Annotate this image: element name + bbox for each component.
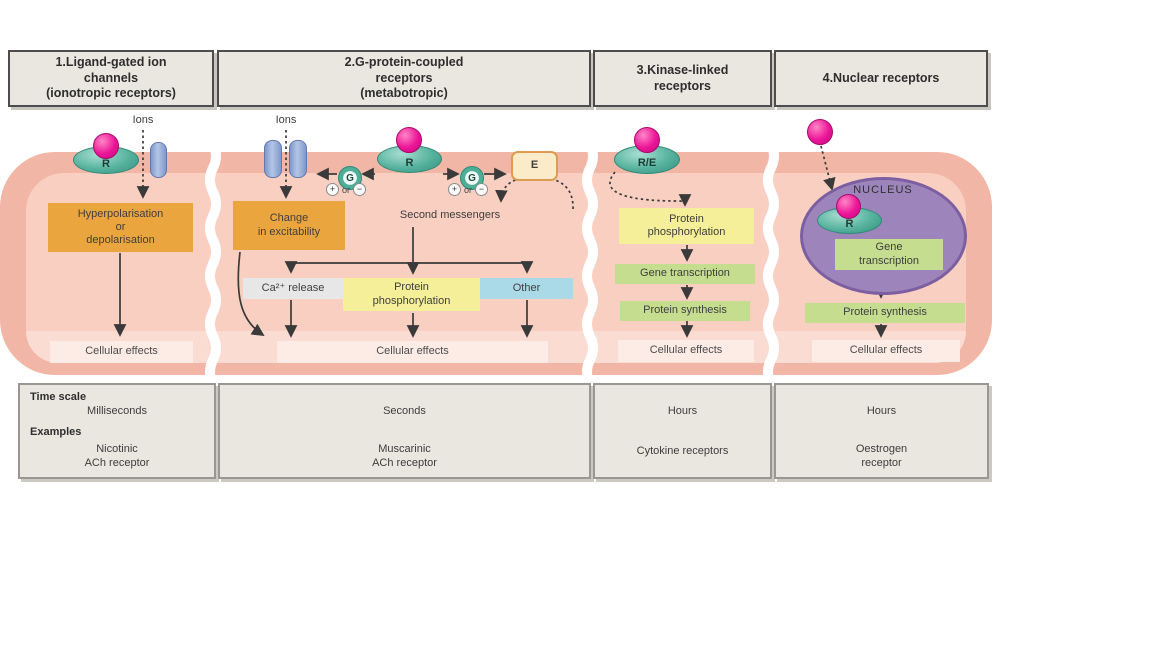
- column-header-2: 2.G-protein-coupled receptors (metabotro…: [217, 50, 591, 107]
- nucleus-label: NUCLEUS: [853, 184, 913, 196]
- protein-phosphorylation-box: Protein phosphorylation: [343, 278, 480, 311]
- cellular-effects-box: Cellular effects: [50, 341, 193, 363]
- example-line: Muscarinic: [378, 443, 431, 455]
- plus-icon: +: [448, 183, 461, 196]
- receptor-label: R: [102, 157, 110, 170]
- example-line: Cytokine receptors: [636, 445, 729, 457]
- column-header-4: 4.Nuclear receptors: [774, 50, 988, 107]
- protein-synthesis-box: Protein synthesis: [620, 301, 750, 321]
- time-scale-title: Time scale: [30, 391, 87, 403]
- column-header-1: 1.Ligand-gated ion channels (ionotropic …: [8, 50, 214, 107]
- ligand-ball-icon: [396, 127, 422, 153]
- change-excitability-box: Change in excitability: [233, 201, 345, 250]
- time-panel-4: Hours Oestrogen receptor: [774, 383, 989, 479]
- protein-synthesis-box: Protein synthesis: [805, 303, 965, 323]
- time-value: Milliseconds: [87, 405, 147, 417]
- ions-label: Ions: [275, 114, 297, 126]
- time-panel-2: Seconds Muscarinic ACh receptor: [218, 383, 591, 479]
- example-line: Nicotinic: [96, 443, 138, 455]
- hyperpolarisation-box: Hyperpolarisation or depolarisation: [48, 203, 193, 252]
- minus-icon: −: [353, 183, 367, 196]
- ion-channel-icon: [150, 142, 167, 178]
- ion-channel-icon: [289, 140, 307, 178]
- example-line: receptor: [861, 457, 902, 469]
- time-value: Hours: [866, 405, 897, 417]
- gene-transcription-box: Gene transcription: [615, 264, 755, 284]
- gene-transcription-box: Gene transcription: [835, 239, 943, 270]
- ligand-ball-icon: [634, 127, 660, 153]
- example-line: ACh receptor: [372, 457, 437, 469]
- time-value: Hours: [667, 405, 698, 417]
- enzyme-box: E: [511, 151, 558, 181]
- cellular-effects-box: Cellular effects: [812, 340, 960, 362]
- g-protein-label: G: [468, 172, 476, 184]
- or-label: or: [342, 184, 351, 195]
- protein-phosphorylation-box: Protein phosphorylation: [619, 208, 754, 244]
- ligand-ball-icon: [93, 133, 119, 159]
- plus-icon: +: [326, 183, 339, 196]
- column-header-3: 3.Kinase-linked receptors: [593, 50, 772, 107]
- minus-icon: −: [475, 183, 489, 196]
- g-modulation-left: + or −: [326, 183, 367, 196]
- receptor-label: R/E: [637, 157, 657, 169]
- ligand-ball-icon: [836, 194, 861, 219]
- examples-title: Examples: [30, 426, 82, 438]
- example-line: Oestrogen: [855, 443, 908, 455]
- time-value: Seconds: [383, 405, 426, 417]
- time-panel-3: Hours Cytokine receptors: [593, 383, 772, 479]
- nuclear-ligand-icon: [807, 119, 833, 145]
- or-label: or: [464, 184, 473, 195]
- receptor-label: R: [405, 156, 414, 169]
- cellular-effects-box: Cellular effects: [618, 340, 754, 362]
- cellular-effects-box: Cellular effects: [277, 341, 548, 363]
- receptor-label: R: [845, 218, 854, 230]
- g-protein-label: G: [346, 172, 354, 184]
- other-box: Other: [480, 278, 573, 299]
- second-messengers-label: Second messengers: [399, 209, 501, 221]
- nucleus: [800, 177, 967, 295]
- time-panel-1: Time scale Milliseconds Examples Nicotin…: [18, 383, 216, 479]
- ion-channel-icon: [264, 140, 282, 178]
- ca-release-box: Ca²⁺ release: [243, 278, 343, 299]
- ions-label: Ions: [132, 114, 154, 126]
- example-line: ACh receptor: [84, 457, 150, 469]
- g-modulation-right: + or −: [448, 183, 489, 196]
